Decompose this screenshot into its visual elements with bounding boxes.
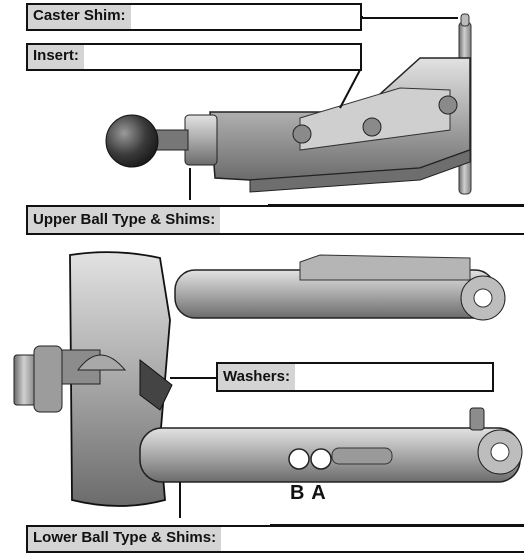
hole-position-labels: B A	[290, 482, 327, 504]
lower-ball-label: Lower Ball Type & Shims:	[28, 527, 222, 551]
washers-label: Washers:	[218, 364, 295, 390]
upper-ball-field[interactable]: Upper Ball Type & Shims:	[26, 205, 524, 235]
lower-ball-field[interactable]: Lower Ball Type & Shims:	[26, 525, 524, 553]
insert-field[interactable]: Insert:	[26, 43, 362, 71]
caster-shim-label: Caster Shim:	[28, 5, 131, 29]
insert-label: Insert:	[28, 45, 84, 69]
washers-field[interactable]: Washers:	[216, 362, 494, 392]
caster-shim-field[interactable]: Caster Shim:	[26, 3, 362, 31]
upper-arm-part	[105, 13, 472, 195]
knuckle-assembly	[13, 251, 523, 507]
upper-ball-label: Upper Ball Type & Shims:	[28, 207, 221, 233]
